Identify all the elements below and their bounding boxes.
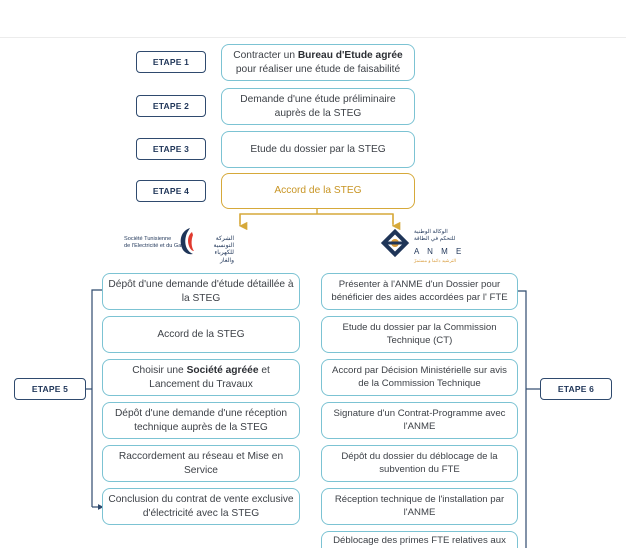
etape5-bracket (91, 289, 102, 507)
anme-logo-slogan: الترشيد دائما و مستمرّ (414, 258, 457, 263)
etape5-item-6-text: Conclusion du contrat de vente exclusive… (108, 493, 294, 519)
etape6-item-1-text: Présenter à l'ANME d'un Dossier pour bén… (331, 278, 508, 303)
etape-2-box: Demande d'une étude préliminaire auprès … (221, 88, 415, 125)
anme-logo-name: A N M E (414, 247, 465, 256)
etape5-item-5-text: Raccordement au réseau et Mise en Servic… (118, 450, 284, 476)
etape6-item-1: Présenter à l'ANME d'un Dossier pour bén… (321, 273, 518, 310)
etape6-item-6: Réception technique de l'installation pa… (321, 488, 518, 525)
top-divider (0, 37, 626, 38)
etape6-item-2: Etude du dossier par la Commission Techn… (321, 316, 518, 353)
etape-1-label: ETAPE 1 (136, 51, 206, 73)
etape-4-box: Accord de la STEG (221, 173, 415, 209)
etape-4-text: Accord de la STEG (274, 185, 362, 197)
steg-logo-french: Société Tunisienne de l'Electricité et d… (124, 236, 185, 249)
etape5-item-3-text: Choisir une Société agréée et Lancement … (132, 364, 270, 390)
etape6-item-7-text: Déblocage des primes FTE relatives aux (333, 535, 506, 546)
etape5-item-2-text: Accord de la STEG (157, 328, 245, 340)
split-connector (239, 208, 394, 224)
etape5-item-3: Choisir une Société agréée et Lancement … (102, 359, 300, 396)
etape-1-text: Contracter un Bureau d'Etude agrée pour … (233, 49, 403, 75)
etape6-item-3-text: Accord par Décision Ministérielle sur av… (332, 364, 507, 389)
top-bar (0, 0, 626, 38)
steg-logo-arabic: الشركة التونسية للكهرباء والغاز (213, 236, 234, 264)
anme-emblem-icon (380, 228, 410, 258)
etape6-item-3: Accord par Décision Ministérielle sur av… (321, 359, 518, 396)
etape6-item-2-text: Etude du dossier par la Commission Techn… (342, 321, 497, 346)
etape-3-label: ETAPE 3 (136, 138, 206, 160)
etape6-item-4: Signature d'un Contrat-Programme avec l'… (321, 402, 518, 439)
etape5-item-4: Dépôt d'une demande d'une réception tech… (102, 402, 300, 439)
etape-1-box: Contracter un Bureau d'Etude agrée pour … (221, 44, 415, 81)
etape6-item-7: Déblocage des primes FTE relatives aux (321, 531, 518, 548)
etape6-item-5-text: Dépôt du dossier du déblocage de la subv… (341, 450, 498, 475)
etape-3-text: Etude du dossier par la STEG (250, 143, 386, 155)
steg-logo: Société Tunisienne de l'Electricité et d… (124, 226, 234, 264)
etape6-item-5: Dépôt du dossier du déblocage de la subv… (321, 445, 518, 482)
etape-3-box: Etude du dossier par la STEG (221, 131, 415, 168)
etape-6-label: ETAPE 6 (540, 378, 612, 400)
etape6-item-6-text: Réception technique de l'installation pa… (334, 493, 505, 518)
etape5-item-4-text: Dépôt d'une demande d'une réception tech… (114, 407, 288, 433)
etape-4-label: ETAPE 4 (136, 180, 206, 202)
steg-emblem-icon (180, 228, 194, 255)
etape5-item-1: Dépôt d'une demande d'étude détaillée à … (102, 273, 300, 310)
etape5-item-5: Raccordement au réseau et Mise en Servic… (102, 445, 300, 482)
etape5-item-2: Accord de la STEG (102, 316, 300, 353)
anme-logo-arabic: الوكالة الوطنية للتحكم في الطاقة (414, 229, 456, 242)
etape-2-text: Demande d'une étude préliminaire auprès … (240, 93, 396, 119)
anme-logo: الوكالة الوطنية للتحكم في الطاقة A N M E… (380, 228, 470, 268)
etape5-item-6: Conclusion du contrat de vente exclusive… (102, 488, 300, 525)
etape-5-label: ETAPE 5 (14, 378, 86, 400)
etape6-item-4-text: Signature d'un Contrat-Programme avec l'… (333, 407, 506, 432)
etape6-bracket (518, 290, 527, 548)
etape-2-label: ETAPE 2 (136, 95, 206, 117)
etape5-item-1-text: Dépôt d'une demande d'étude détaillée à … (108, 278, 294, 304)
